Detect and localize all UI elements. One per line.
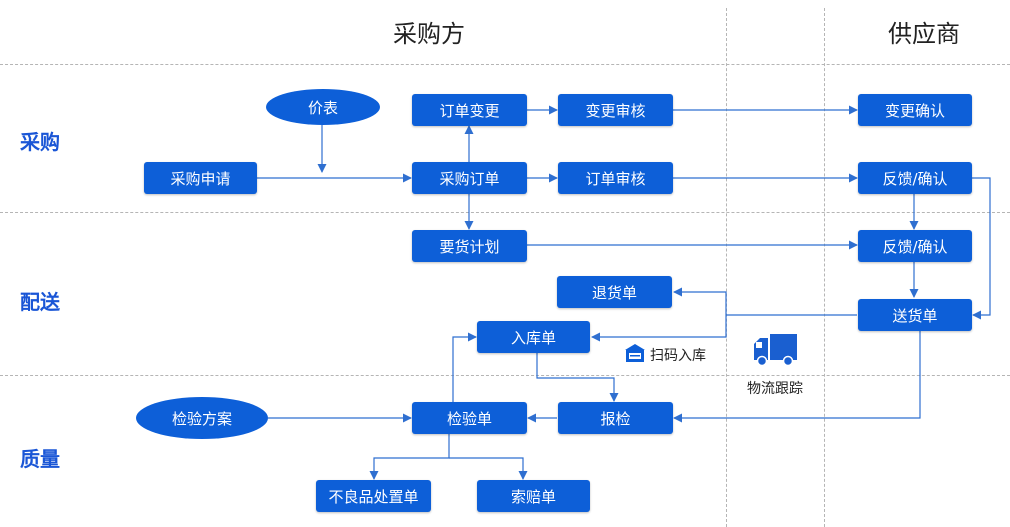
node-return-order[interactable]: 退货单 [557,276,672,308]
row-label-quality: 质量 [20,447,60,471]
node-purchase-order[interactable]: 采购订单 [412,162,527,194]
node-delivery-plan[interactable]: 要货计划 [412,230,527,262]
node-purchase-request[interactable]: 采购申请 [144,162,257,194]
header-buyer: 采购方 [393,20,465,48]
row-label-procurement: 采购 [20,130,60,154]
scan-icon [624,343,646,363]
divider-header [0,64,1010,65]
divider-delivery-quality [0,375,1010,376]
node-price-list[interactable]: 价表 [266,89,380,125]
node-inspection-order[interactable]: 检验单 [412,402,527,434]
node-feedback-confirm-2[interactable]: 反馈/确认 [858,230,972,262]
header-supplier: 供应商 [888,20,960,48]
truck-icon [752,334,798,367]
node-change-confirm[interactable]: 变更确认 [858,94,972,126]
caption-logistics-tracking: 物流跟踪 [747,381,803,397]
node-order-review[interactable]: 订单审核 [558,162,673,194]
node-inspection-plan[interactable]: 检验方案 [136,397,268,439]
node-delivery-note[interactable]: 送货单 [858,299,972,331]
node-claim-order[interactable]: 索赔单 [477,480,590,512]
node-order-change[interactable]: 订单变更 [412,94,527,126]
divider-logistics-left [726,8,727,527]
row-label-delivery: 配送 [20,290,60,314]
caption-scan-inbound: 扫码入库 [650,348,706,364]
divider-procurement-delivery [0,212,1010,213]
node-submit-inspection[interactable]: 报检 [558,402,673,434]
node-feedback-confirm-1[interactable]: 反馈/确认 [858,162,972,194]
node-inbound-order[interactable]: 入库单 [477,321,590,353]
node-defect-handling[interactable]: 不良品处置单 [316,480,431,512]
divider-logistics-right [824,8,825,527]
node-change-review[interactable]: 变更审核 [558,94,673,126]
